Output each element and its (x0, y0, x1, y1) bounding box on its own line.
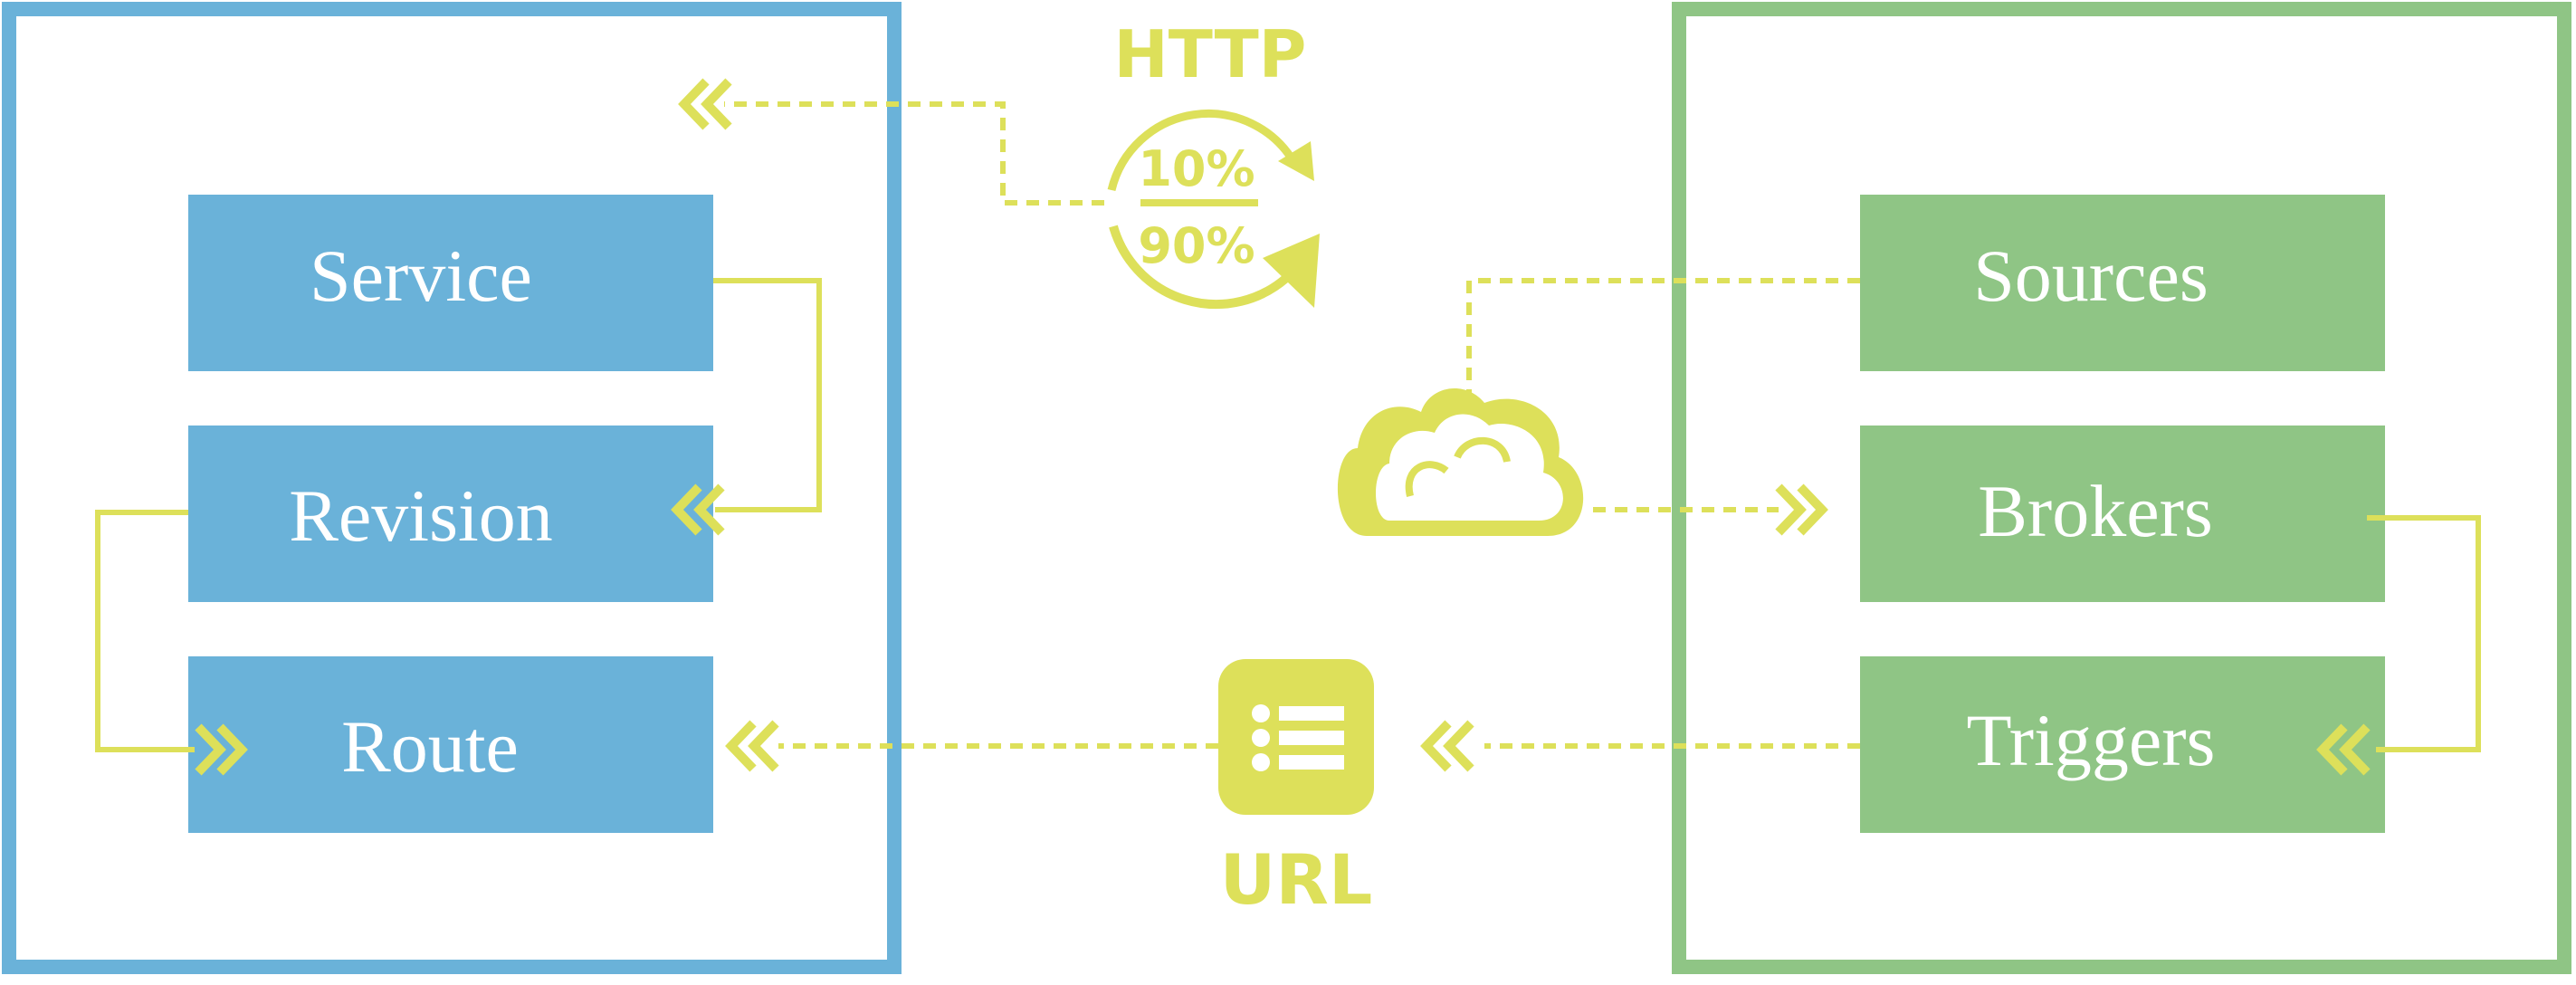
route-label: Route (341, 705, 519, 788)
triggers-label: Triggers (1967, 699, 2216, 781)
url-label: URL (1220, 839, 1373, 920)
triggers-box: Triggers (1860, 656, 2385, 833)
traffic-split-icon (1107, 109, 1320, 309)
eventing-panel (1672, 2, 2571, 974)
http-dotted-line (724, 101, 1104, 206)
revision-to-route-line (95, 510, 195, 752)
service-label: Service (310, 234, 532, 317)
brokers-label: Brokers (1978, 470, 2213, 552)
brokers-box: Brokers (1860, 426, 2385, 602)
url-arrowhead-icon (1420, 720, 1474, 772)
http-label: HTTP (1114, 16, 1307, 92)
http-arrowhead-icon (678, 78, 732, 130)
route-box: Route (188, 656, 713, 833)
http-split-bottom-label: 90% (1138, 217, 1255, 274)
sources-box: Sources (1860, 195, 2385, 371)
cloud-icon (1337, 387, 1584, 536)
route-inbound-arrowhead-icon (725, 720, 779, 772)
route-arrowhead-icon (195, 723, 248, 776)
service-box: Service (188, 195, 713, 371)
revision-box: Revision (188, 426, 713, 602)
url-list-icon (1218, 659, 1374, 815)
triggers-arrowhead-icon (2316, 723, 2371, 776)
revision-arrowhead-icon (671, 483, 725, 536)
service-to-revision-line (713, 278, 822, 512)
http-split-top-label: 10% (1138, 140, 1255, 197)
brokers-arrowhead-icon (1775, 483, 1828, 536)
revision-label: Revision (289, 474, 553, 557)
sources-to-cloud-line (1466, 278, 1860, 398)
serving-panel (2, 2, 902, 974)
sources-label: Sources (1973, 234, 2209, 317)
brokers-to-triggers-line (2367, 515, 2481, 752)
